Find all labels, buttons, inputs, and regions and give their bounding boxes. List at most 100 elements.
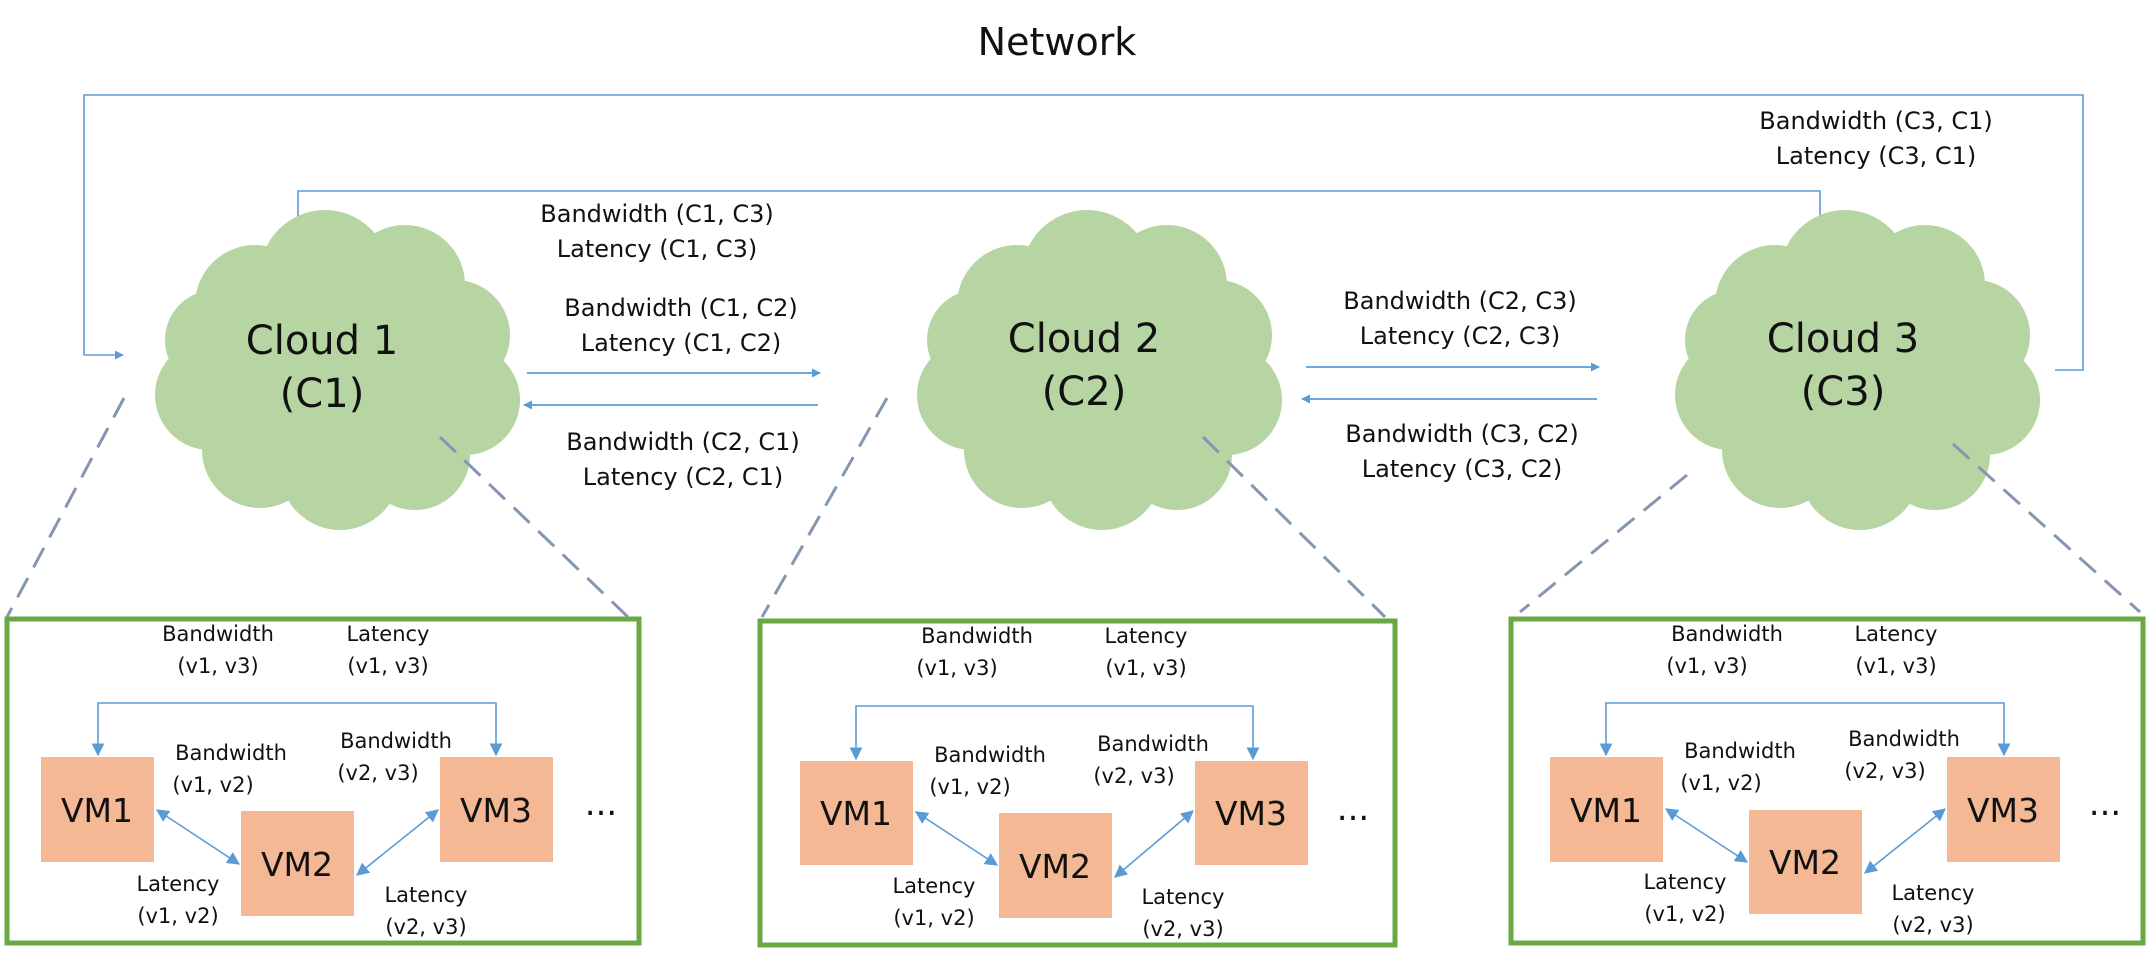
bw-v2-v3-title: Bandwidth: [1848, 727, 1960, 751]
bw-v1-v3-title: Bandwidth: [1671, 622, 1783, 646]
diagram-title: Network: [978, 20, 1137, 64]
vm1-box: [800, 761, 913, 865]
cloud-3-id: (C3): [1801, 369, 1886, 415]
link-c2-c3-bandwidth: Bandwidth (C2, C3): [1343, 287, 1576, 315]
cloud-1-vm-panel: Bandwidth (v1, v3) Latency (v1, v3) VM1 …: [4, 616, 642, 946]
cloud-2-zoom-line-right: [1201, 435, 1387, 619]
cloud-1-shape: [155, 210, 520, 530]
lat-v2-v3-pair: (v2, v3): [1142, 917, 1223, 941]
bw-v2-v3-title: Bandwidth: [1097, 732, 1209, 756]
cloud-2-zoom-line-left: [760, 397, 889, 618]
vm-panel-border: [4, 616, 642, 946]
link-v1-v2-arrow: [1664, 808, 1749, 863]
link-v1-v3-arrow: [1599, 702, 2011, 757]
lat-v1-v2-pair: (v1, v2): [137, 904, 218, 928]
link-v2-v3-arrow: [1863, 808, 1947, 874]
lat-v2-v3-title: Latency: [1141, 885, 1224, 909]
vm2-box: [999, 813, 1112, 918]
vm3-box: [1195, 761, 1308, 865]
lat-v1-v2-pair: (v1, v2): [1644, 902, 1725, 926]
vm-panel-border: [1508, 616, 2146, 946]
bw-v1-v3-pair: (v1, v3): [1666, 654, 1747, 678]
bw-v2-v3-title: Bandwidth: [340, 729, 452, 753]
cloud-2-name: Cloud 2: [1008, 316, 1160, 362]
vm1-label: VM1: [1570, 791, 1642, 830]
vm3-label: VM3: [1967, 791, 2039, 830]
link-c1-c3-latency: Latency (C1, C3): [557, 235, 758, 263]
lat-v1-v2-title: Latency: [892, 874, 975, 898]
lat-v2-v3-pair: (v2, v3): [1892, 913, 1973, 937]
lat-v1-v2-title: Latency: [1643, 870, 1726, 894]
link-v2-v3-arrow: [355, 809, 440, 876]
lat-v1-v3-pair: (v1, v3): [1855, 654, 1936, 678]
bw-v1-v3-title: Bandwidth: [162, 622, 274, 646]
lat-v2-v3-title: Latency: [1891, 881, 1974, 905]
bw-v2-v3-pair: (v2, v3): [1844, 759, 1925, 783]
more-vms-ellipsis: ...: [585, 784, 617, 824]
lat-v1-v3-pair: (v1, v3): [1105, 656, 1186, 680]
cloud-2-id: (C2): [1042, 369, 1127, 415]
lat-v1-v3-title: Latency: [1104, 624, 1187, 648]
lat-v1-v2-title: Latency: [136, 872, 219, 896]
bw-v1-v2-pair: (v1, v2): [172, 773, 253, 797]
link-c1-c3-arrow: [297, 190, 1825, 233]
bw-v1-v2-title: Bandwidth: [175, 741, 287, 765]
link-v1-v2-arrow: [155, 809, 241, 865]
lat-v1-v3-title: Latency: [1854, 622, 1937, 646]
vm3-label: VM3: [1215, 794, 1287, 833]
cloud-2-vm-panel: Bandwidth (v1, v3) Latency (v1, v3) VM1 …: [757, 618, 1398, 948]
vm2-label: VM2: [1769, 843, 1841, 882]
cloud-3-zoom-line-right: [1951, 442, 2142, 614]
link-c1-c3-bandwidth: Bandwidth (C1, C3): [540, 200, 773, 228]
lat-v1-v3-pair: (v1, v3): [347, 654, 428, 678]
cloud-1-zoom-line-left: [5, 397, 126, 618]
lat-v1-v2-pair: (v1, v2): [893, 906, 974, 930]
link-c3-c2-latency: Latency (C3, C2): [1362, 455, 1563, 483]
bw-v1-v2-pair: (v1, v2): [1680, 771, 1761, 795]
bw-v1-v2-pair: (v1, v2): [929, 775, 1010, 799]
link-c3-c2-bandwidth: Bandwidth (C3, C2): [1345, 420, 1578, 448]
link-c2-c1-latency: Latency (C2, C1): [583, 463, 784, 491]
cloud-3-name: Cloud 3: [1767, 316, 1919, 362]
more-vms-ellipsis: ...: [1337, 789, 1369, 829]
bw-v2-v3-pair: (v2, v3): [1093, 764, 1174, 788]
bw-v1-v2-title: Bandwidth: [1684, 739, 1796, 763]
vm1-box: [41, 757, 154, 862]
lat-v1-v3-title: Latency: [346, 622, 429, 646]
link-c1-c2-bandwidth: Bandwidth (C1, C2): [564, 294, 797, 322]
vm3-label: VM3: [460, 791, 532, 830]
link-c2-c1-bandwidth: Bandwidth (C2, C1): [566, 428, 799, 456]
link-v1-v2-arrow: [914, 811, 999, 866]
vm3-box: [440, 757, 553, 862]
bw-v2-v3-pair: (v2, v3): [337, 761, 418, 785]
link-c3-c1-latency: Latency (C3, C1): [1776, 142, 1977, 170]
vm1-label: VM1: [820, 794, 892, 833]
vm2-box: [1749, 810, 1862, 914]
link-c3-c1-arrow: [83, 94, 2084, 371]
bw-v1-v3-pair: (v1, v3): [916, 656, 997, 680]
lat-v2-v3-pair: (v2, v3): [385, 915, 466, 939]
more-vms-ellipsis: ...: [2089, 784, 2121, 824]
vm-panel-border: [757, 618, 1398, 948]
bw-v1-v3-pair: (v1, v3): [177, 654, 258, 678]
vm1-box: [1550, 757, 1663, 862]
cloud-1-zoom-line-right: [438, 435, 630, 619]
link-c1-c2-latency: Latency (C1, C2): [581, 329, 782, 357]
bw-v1-v3-title: Bandwidth: [921, 624, 1033, 648]
link-c3-c1-bandwidth: Bandwidth (C3, C1): [1759, 107, 1992, 135]
cloud-1-id: (C1): [280, 371, 365, 417]
lat-v2-v3-title: Latency: [384, 883, 467, 907]
vm2-label: VM2: [261, 845, 333, 884]
vm2-box: [241, 811, 354, 916]
cloud-1-name: Cloud 1: [246, 318, 398, 364]
link-v1-v3-arrow: [91, 702, 503, 757]
vm3-box: [1947, 757, 2060, 862]
cloud-3-zoom-line-left: [1519, 473, 1688, 614]
vm2-label: VM2: [1019, 847, 1091, 886]
link-v1-v3-arrow: [849, 705, 1260, 761]
bw-v1-v2-title: Bandwidth: [934, 743, 1046, 767]
link-c2-c3-latency: Latency (C2, C3): [1360, 322, 1561, 350]
vm1-label: VM1: [61, 791, 133, 830]
link-v2-v3-arrow: [1114, 810, 1194, 878]
